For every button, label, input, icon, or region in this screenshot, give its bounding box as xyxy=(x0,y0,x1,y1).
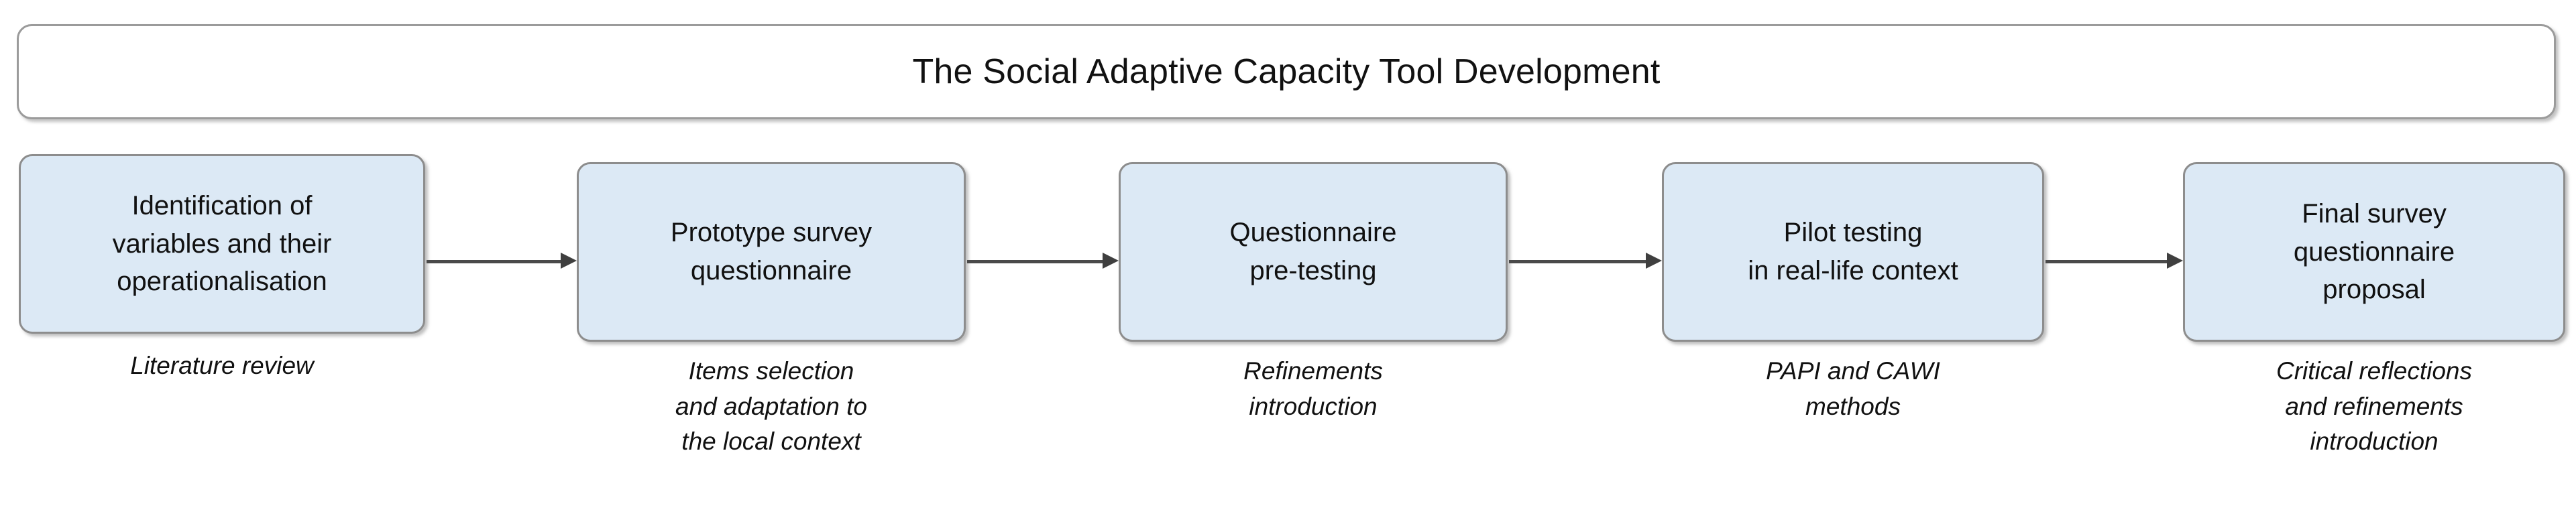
arrow-shaft xyxy=(967,260,1105,263)
process-node-prototype-survey[interactable]: Prototype survey questionnaire xyxy=(577,162,966,342)
arrow-right-icon-3 xyxy=(1509,253,1663,269)
arrow-right-icon-1 xyxy=(427,253,578,269)
process-node-identification[interactable]: Identification of variables and their op… xyxy=(19,154,425,334)
arrow-head xyxy=(1103,253,1119,269)
process-node-label: Questionnaire pre-testing xyxy=(1229,218,1397,285)
diagram-title-banner: The Social Adaptive Capacity Tool Develo… xyxy=(17,24,2556,119)
process-node-questionnaire-pretesting[interactable]: Questionnaire pre-testing xyxy=(1119,162,1508,342)
arrow-right-icon-2 xyxy=(967,253,1120,269)
process-caption-5: Critical reflections and refinements int… xyxy=(2276,357,2472,456)
arrow-shaft xyxy=(2046,260,2170,263)
arrow-head xyxy=(2167,253,2183,269)
process-caption-4: PAPI and CAWI methods xyxy=(1766,357,1940,420)
process-node-final-survey[interactable]: Final survey questionnaire proposal xyxy=(2183,162,2565,342)
arrow-head xyxy=(1646,253,1662,269)
arrow-head xyxy=(561,253,577,269)
process-step-4[interactable]: Pilot testing in real-life context PAPI … xyxy=(1662,154,2044,424)
process-node-label: Final survey questionnaire proposal xyxy=(2293,198,2455,305)
process-node-label: Identification of variables and their op… xyxy=(112,190,332,297)
process-node-label: Pilot testing in real-life context xyxy=(1748,218,1958,285)
process-caption-2: Items selection and adaptation to the lo… xyxy=(675,357,867,456)
process-step-5[interactable]: Final survey questionnaire proposal Crit… xyxy=(2183,154,2565,460)
process-step-2[interactable]: Prototype survey questionnaire Items sel… xyxy=(577,154,966,460)
process-step-3[interactable]: Questionnaire pre-testing Refinements in… xyxy=(1119,154,1508,424)
process-flow-row: Identification of variables and their op… xyxy=(0,154,2576,524)
arrow-shaft xyxy=(427,260,563,263)
process-node-pilot-testing[interactable]: Pilot testing in real-life context xyxy=(1662,162,2044,342)
process-step-1[interactable]: Identification of variables and their op… xyxy=(19,154,425,384)
diagram-title: The Social Adaptive Capacity Tool Develo… xyxy=(912,52,1661,91)
process-caption-3: Refinements introduction xyxy=(1243,357,1383,420)
arrow-right-icon-4 xyxy=(2046,253,2184,269)
process-node-label: Prototype survey questionnaire xyxy=(670,218,873,285)
arrow-shaft xyxy=(1509,260,1648,263)
process-caption-1: Literature review xyxy=(130,352,314,379)
